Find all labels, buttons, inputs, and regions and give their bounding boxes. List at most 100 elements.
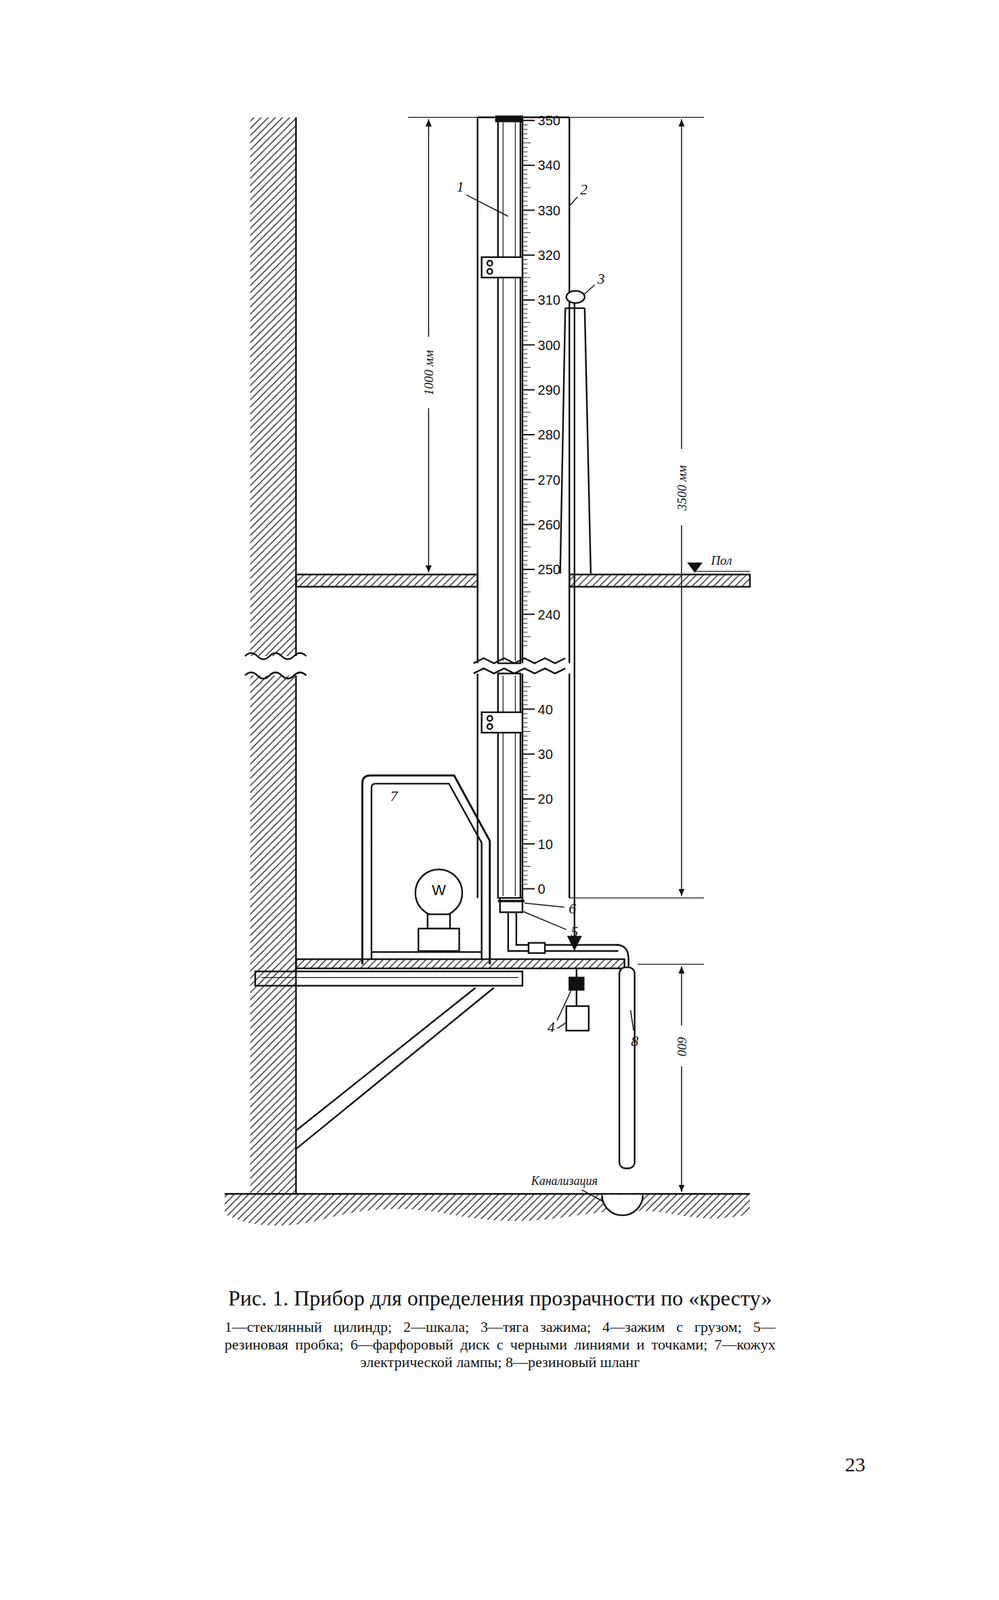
scale-tick	[522, 523, 535, 526]
scale-tick	[522, 138, 528, 139]
scale-tick	[522, 129, 528, 130]
lamp-bulb	[415, 869, 463, 916]
scale-tick	[522, 874, 528, 876]
scale-number: 320	[538, 248, 561, 262]
scale-tick	[522, 825, 528, 826]
scale-tick	[522, 218, 528, 220]
scale-tick	[522, 232, 531, 233]
housing-line	[568, 673, 570, 899]
scale-tick	[522, 205, 528, 206]
glass-cylinder	[498, 673, 521, 899]
leader-line	[557, 989, 572, 1020]
scale-tick	[522, 865, 531, 867]
scale-tick	[522, 600, 528, 602]
scale-tick	[522, 385, 528, 386]
break-line	[245, 652, 306, 659]
scale-tick	[522, 240, 528, 242]
scale-number: 260	[538, 517, 561, 532]
scale-tick	[522, 411, 531, 413]
scale-tick	[522, 730, 531, 732]
scale-tick	[522, 703, 528, 705]
scale-tick	[522, 286, 528, 287]
scale-tick	[522, 879, 528, 880]
scale-tick	[522, 753, 535, 755]
scale-tick	[522, 609, 528, 610]
scale-tick	[522, 852, 528, 853]
scale-tick	[522, 699, 528, 701]
scale-tick	[522, 402, 528, 404]
scale-tick	[522, 236, 528, 238]
level-mark	[689, 563, 702, 572]
scale-tick	[522, 155, 528, 157]
wall-hatch	[250, 675, 297, 1194]
scale-tick	[522, 838, 528, 840]
scale-tick	[522, 281, 528, 283]
ground-hatch	[224, 1193, 750, 1226]
scale-tick	[522, 856, 528, 858]
scale-tick	[522, 429, 528, 431]
scale-tick	[522, 330, 528, 332]
callout-number: 7	[389, 788, 398, 804]
scale-tick	[522, 780, 528, 782]
scale-tick	[522, 564, 528, 566]
drawing-part	[224, 116, 750, 1226]
scale-tick	[522, 622, 528, 624]
scale-tick	[522, 496, 528, 498]
scale-tick	[522, 860, 528, 862]
scale-tick	[522, 883, 528, 884]
scale-tick	[522, 631, 528, 633]
scale-tick	[522, 425, 528, 426]
extension-line	[408, 117, 478, 118]
floor-slab	[569, 573, 750, 587]
parts-list: 1—стеклянный цилиндр; 2—шкала; 3—тяга за…	[224, 1317, 776, 1372]
scale-tick	[522, 470, 528, 472]
scale-tick	[522, 686, 531, 687]
scale-tick	[522, 717, 528, 719]
weight-hook	[575, 967, 578, 978]
hose	[616, 944, 629, 967]
scale-tick	[522, 888, 535, 890]
scale-number: 0	[538, 881, 546, 896]
scale-tick	[522, 739, 528, 741]
weight	[566, 1005, 589, 1031]
scale-tick	[522, 151, 528, 153]
leader-line	[584, 284, 595, 294]
scale-tick	[522, 133, 528, 135]
scale-tick	[522, 820, 531, 822]
wall-line	[295, 675, 297, 1194]
clamp-bracket	[481, 712, 523, 733]
scale-tick	[522, 758, 528, 759]
scale-tick	[522, 187, 531, 189]
scale-number: 290	[538, 383, 561, 397]
scale-number: 270	[538, 473, 561, 487]
scale-tick	[522, 407, 528, 409]
callout-number: 2	[580, 182, 588, 197]
cylinder-wall	[515, 675, 516, 897]
scale-tick	[522, 690, 528, 692]
scale-tick	[522, 510, 528, 512]
wall-hatch	[250, 117, 297, 656]
scale-tick	[522, 209, 535, 211]
callout-number: 5	[570, 923, 579, 939]
drain-pipe	[508, 911, 619, 951]
scale-tick	[522, 707, 535, 710]
scale-number: 40	[538, 702, 553, 717]
scale-tick	[522, 695, 528, 696]
scale-tick	[522, 303, 528, 305]
scale-tick	[522, 227, 528, 229]
dimension-line	[428, 119, 430, 337]
scale-tick	[522, 250, 528, 252]
scale-tick	[522, 816, 528, 817]
scale-tick	[522, 789, 528, 790]
scale-tick	[522, 829, 528, 831]
scale-tick	[522, 775, 531, 777]
scale-tick	[522, 578, 528, 579]
leader-line	[522, 911, 567, 930]
scale-tick	[522, 645, 528, 646]
rod-sleeve	[560, 307, 591, 574]
scale-tick	[522, 254, 535, 256]
scale-tick	[522, 722, 528, 723]
scale-tick	[522, 595, 528, 597]
glass-cylinder	[498, 119, 521, 663]
scale-tick	[522, 586, 528, 588]
